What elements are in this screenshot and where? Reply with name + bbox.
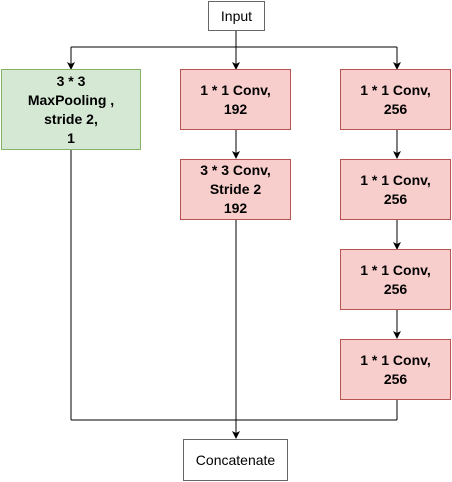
concatenate-label: Concatenate [195,451,276,468]
right-conv4-node: 1 * 1 Conv, 256 [340,339,451,400]
maxpool-node: 3 * 3 MaxPooling , stride 2, 1 [1,69,141,150]
concatenate-node: Concatenate [183,439,288,481]
mid-conv2-label: 3 * 3 Conv, Stride 2 192 [200,162,271,216]
right-conv2-node: 1 * 1 Conv, 256 [340,159,451,220]
input-node: Input [208,1,265,31]
right-conv1-node: 1 * 1 Conv, 256 [340,69,451,130]
input-label: Input [220,7,253,24]
right-conv3-node: 1 * 1 Conv, 256 [340,249,451,310]
right-conv4-label: 1 * 1 Conv, 256 [360,351,431,387]
mid-conv2-node: 3 * 3 Conv, Stride 2 192 [180,159,291,220]
maxpool-label: 3 * 3 MaxPooling , stride 2, 1 [27,72,115,146]
right-conv3-label: 1 * 1 Conv, 256 [360,261,431,297]
right-conv2-label: 1 * 1 Conv, 256 [360,171,431,207]
right-conv1-label: 1 * 1 Conv, 256 [360,81,431,117]
mid-conv1-node: 1 * 1 Conv, 192 [180,69,291,130]
mid-conv1-label: 1 * 1 Conv, 192 [200,81,271,117]
